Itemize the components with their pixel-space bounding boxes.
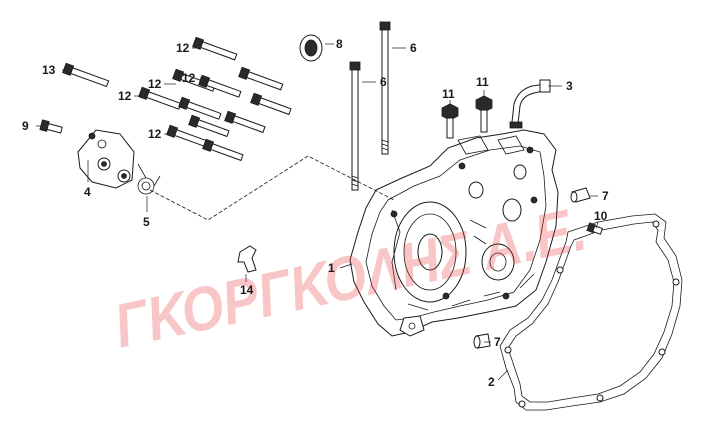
flange-bolt [475,95,493,133]
flange-bolt [441,103,459,139]
oil-seal [299,34,323,62]
callout-3: 3 [566,79,573,93]
crankcase-gasket [499,213,683,411]
left-crankcase-cover [349,129,559,337]
long-stud-bolt [349,61,361,191]
dowel-pin [473,333,491,349]
dowel-pin [570,187,591,203]
callout-6: 6 [380,75,387,89]
callout-5: 5 [143,215,150,229]
callout-9: 9 [22,119,29,133]
assembly-line [149,155,395,221]
callout-6: 6 [410,41,417,55]
callout-2: 2 [488,375,495,389]
callout-10: 10 [594,209,608,223]
stopper-plate-assembly [77,129,135,189]
callout-12: 12 [148,127,162,141]
callout-12: 12 [176,41,190,55]
callout-11: 11 [476,75,489,89]
callout-12: 12 [148,77,162,91]
small-bolt [39,119,63,134]
callout-13: 13 [42,63,56,77]
callout-11: 11 [442,87,455,101]
callout-14: 14 [240,283,254,297]
callout-7: 7 [602,189,609,203]
callout-4: 4 [84,185,91,199]
callout-12: 12 [182,71,196,85]
callout-7: 7 [494,335,501,349]
long-stud-bolt [379,21,391,155]
callout-1: 1 [328,261,335,275]
return-spring [137,163,161,195]
cable-guide-tube [509,79,551,129]
drain-bolt [586,222,604,235]
callout-12: 12 [118,89,132,103]
wire-clip [237,245,257,273]
leader-lines [36,43,599,381]
callout-8: 8 [336,37,343,51]
